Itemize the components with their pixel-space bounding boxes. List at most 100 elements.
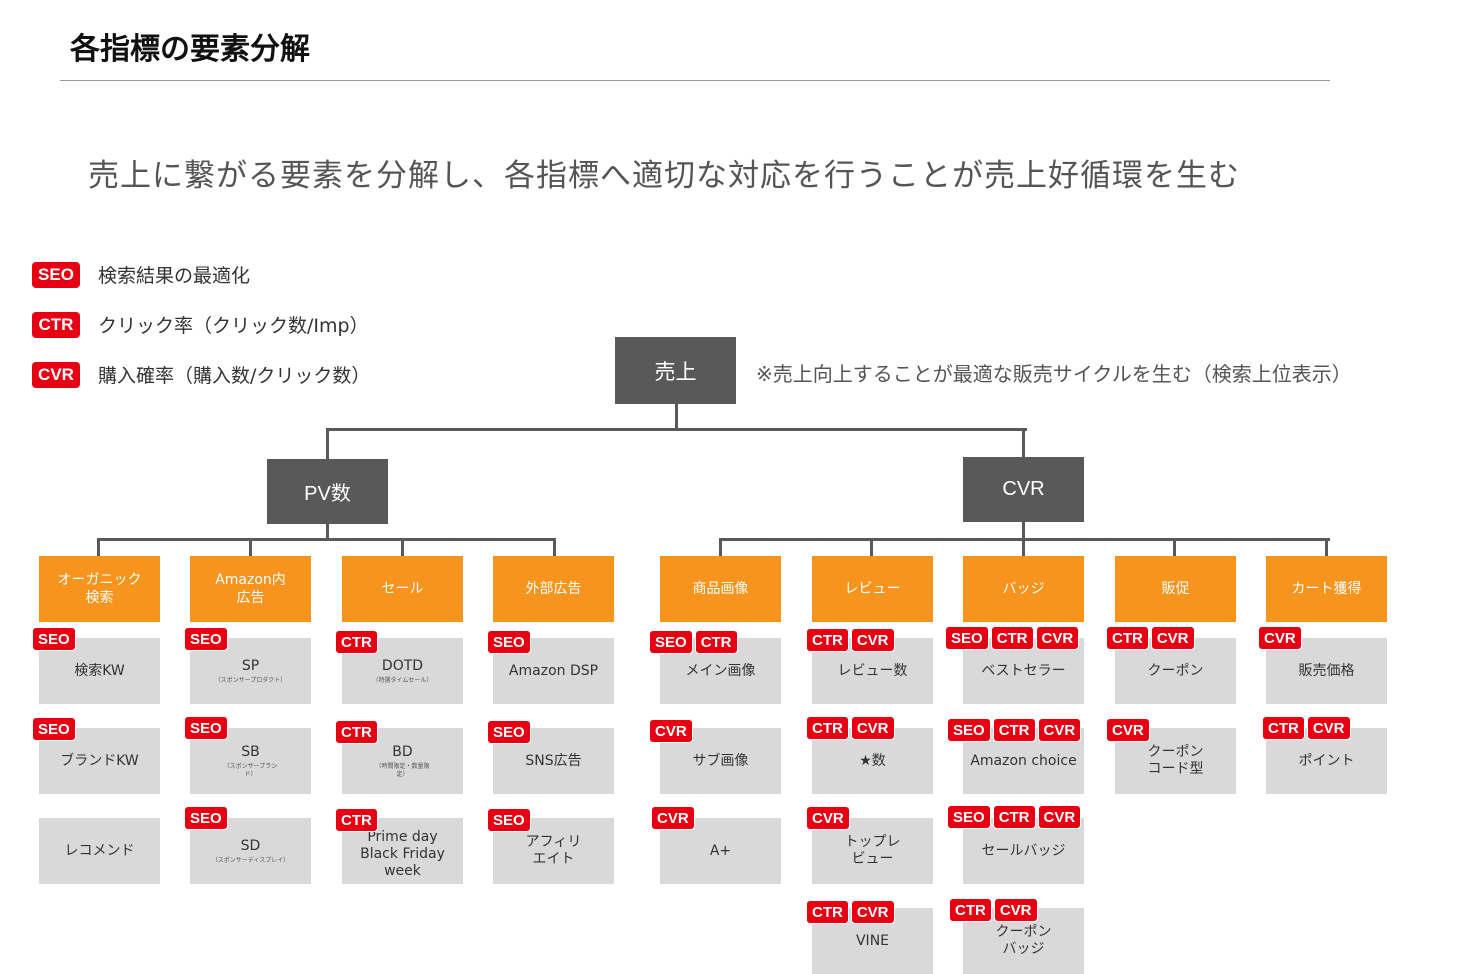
connector [326,428,329,460]
node-root-sales: 売上 [615,337,736,404]
legend-item-seo: SEO 検索結果の最適化 [32,261,250,288]
page-subtitle: 売上に繋がる要素を分解し、各指標へ適切な対応を行うことが売上好循環を生む [88,158,1240,194]
metric-tag: CTR [335,630,378,654]
metric-tag: CTR [949,898,992,922]
category-reviews: レビュー [812,556,933,622]
element-sublabel: （スポンサーブラン ド） [223,762,278,778]
connector [1022,538,1025,557]
element-sublabel: （スポンサーディスプレイ） [211,856,290,864]
metric-tag: CTR [992,805,1036,829]
metric-tag: SEO [947,718,991,742]
legend-item-ctr: CTR クリック率（クリック数/Imp） [32,311,369,338]
metric-tag: SEO [184,716,228,740]
category-badges: バッジ [963,556,1084,622]
metric-tag: CVR [850,628,895,652]
category-product-images: 商品画像 [660,556,781,622]
metric-tag: CVR [1037,718,1082,742]
element-label: ポイント [1298,752,1355,769]
metric-tag: CVR [1258,626,1302,650]
metric-tag: SEO [487,808,531,832]
element-label: サブ画像 [692,752,749,769]
element-label: SD [240,837,261,854]
metric-tag: SEO [184,806,228,830]
metric-tag: CVR [993,898,1038,922]
element-label: Prime day Black Friday week [360,828,445,879]
metric-tag: SEO [32,627,76,651]
metric-tag: CVR [651,806,695,830]
title-divider [60,80,1330,81]
element-label: Amazon choice [970,752,1077,769]
element-label: 販売価格 [1298,662,1355,679]
element-label: レコメンド [64,842,135,859]
root-note: ※売上向上することが最適な販売サイクルを生む（検索上位表示） [756,362,1352,386]
element-label: ブランドKW [60,752,139,769]
element-label: SB [241,743,260,760]
metric-tag: CVR [1306,716,1351,740]
connector [1325,538,1328,557]
element-sublabel: （時間限定・数量限 定） [375,762,430,778]
element-label: A+ [709,842,732,859]
metric-tag: CTR [335,720,378,744]
element-label: クーポン [1147,662,1204,679]
metric-tag: CTR [335,808,378,832]
node-cvr: CVR [963,457,1084,522]
connector [97,538,556,541]
metric-tag: CTR [806,628,849,652]
metric-tag: SEO [32,717,76,741]
metric-tag: CTR [806,716,849,740]
metric-tag: CTR [990,626,1034,650]
element-label: セールバッジ [981,842,1066,859]
connector [719,538,722,557]
metric-tag: CVR [1037,805,1082,829]
connector [249,538,252,557]
metric-tag: SEO [947,805,991,829]
metric-tag: CVR [1150,626,1195,650]
category-external-ads: 外部広告 [493,556,614,622]
element-label: アフィリ エイト [525,834,582,867]
metric-tag: CTR [1262,716,1305,740]
metric-tag: CTR [1106,626,1149,650]
element-label: レビュー数 [837,662,908,679]
element-card: SNS広告 [493,728,614,794]
metric-tag: SEO [184,627,228,651]
category-sale: セール [342,556,463,622]
element-card: レコメンド [39,818,160,884]
metric-tag: CTR [806,900,849,924]
category-organic-search: オーガニック 検索 [39,556,160,622]
category-amazon-ads: Amazon内 広告 [190,556,311,622]
metric-tag: CVR [1106,718,1150,742]
metric-tag: CVR [1035,626,1080,650]
element-label: Amazon DSP [508,662,599,679]
legend-text: クリック率（クリック数/Imp） [98,315,369,337]
metric-tag: SEO [945,626,989,650]
legend-text: 購入確率（購入数/クリック数） [98,365,371,387]
metric-tag: CVR [806,806,850,830]
page-title: 各指標の要素分解 [70,32,310,67]
element-card: アフィリ エイト [493,818,614,884]
connector [401,538,404,557]
element-card: Prime day Black Friday week [342,818,463,884]
element-label: SP [241,657,260,674]
metric-tag: SEO [487,720,531,744]
element-label: ★数 [859,752,886,769]
legend-tag: CTR [32,311,80,338]
connector [326,523,329,539]
legend-tag: CVR [32,361,80,388]
element-label: BD [392,743,413,760]
metric-tag: CVR [850,900,895,924]
element-label: SNS広告 [525,752,582,769]
connector [1173,538,1176,557]
element-label: トップレ ビュー [844,834,901,867]
legend-item-cvr: CVR 購入確率（購入数/クリック数） [32,361,370,388]
element-card: セールバッジ [963,818,1084,884]
metric-tag: CTR [694,630,738,654]
connector [553,538,556,557]
element-label: VINE [855,932,890,949]
connector [97,538,100,557]
element-label: ベストセラー [981,662,1066,679]
metric-tag: SEO [487,630,531,654]
element-label: DOTD [381,657,424,674]
element-label: メイン画像 [685,662,756,679]
connector [327,428,1027,431]
metric-tag: CVR [850,716,895,740]
